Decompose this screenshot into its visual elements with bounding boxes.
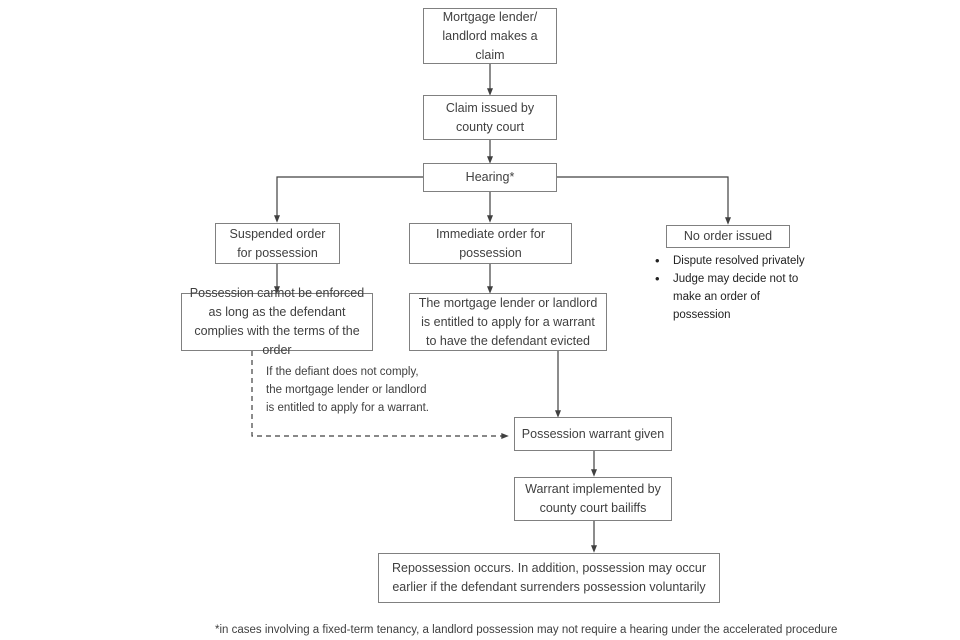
node-warrant-implemented[interactable]: Warrant implemented by county court bail… [514,477,672,521]
node-possession-warrant-given-label: Possession warrant given [521,426,665,441]
node-hearing[interactable]: Hearing* [423,163,557,192]
edge-hearing-to-no-order [557,176,731,225]
bullet-icon: • [655,253,660,268]
node-claim-made-label: Mortgage lender/ landlord makes a claim [442,9,538,62]
node-immediate-order[interactable]: Immediate order for possession [409,223,572,264]
node-no-order-issued-label: No order issued [683,229,773,243]
node-immediate-order-detail-label: The mortgage lender or landlord is entit… [418,295,598,348]
node-repossession-occurs-label: Repossession occurs. In addition, posses… [391,561,707,594]
node-possession-warrant-given[interactable]: Possession warrant given [514,417,672,451]
node-suspended-order[interactable]: Suspended order for possession [215,223,340,264]
non-compliance-note-text: If the defiant does not comply, the mort… [266,366,429,414]
footnote-text: *in cases involving a fixed-term tenancy… [215,624,838,636]
bullet-text: Judge may decide not to make an order of… [673,273,799,321]
node-suspended-order-label: Suspended order for possession [229,226,326,260]
node-immediate-order-label: Immediate order for possession [435,226,546,260]
edge-hearing-to-suspended-order [274,176,423,223]
non-compliance-note: If the defiant does not comply, the mort… [266,363,436,417]
node-hearing-label: Hearing* [465,170,515,184]
bullet-icon: • [655,271,660,286]
node-no-order-issued[interactable]: No order issued [666,225,790,248]
node-claim-issued[interactable]: Claim issued by county court [423,95,557,140]
node-immediate-order-detail[interactable]: The mortgage lender or landlord is entit… [409,293,607,351]
node-claim-made[interactable]: Mortgage lender/ landlord makes a claim [423,8,557,64]
node-suspended-order-detail[interactable]: Possession cannot be enforced as long as… [181,286,373,357]
node-warrant-implemented-label: Warrant implemented by county court bail… [525,482,661,515]
list-item: • Judge may decide not to make an order … [655,270,815,324]
no-order-bullet-list: • Dispute resolved privately • Judge may… [655,252,815,324]
footnote: *in cases involving a fixed-term tenancy… [215,622,837,638]
bullet-text: Dispute resolved privately [673,255,805,267]
node-repossession-occurs[interactable]: Repossession occurs. In addition, posses… [378,553,720,603]
node-claim-issued-label: Claim issued by county court [445,100,535,134]
node-suspended-order-detail-label: Possession cannot be enforced as long as… [189,286,365,357]
list-item: • Dispute resolved privately [655,252,815,270]
